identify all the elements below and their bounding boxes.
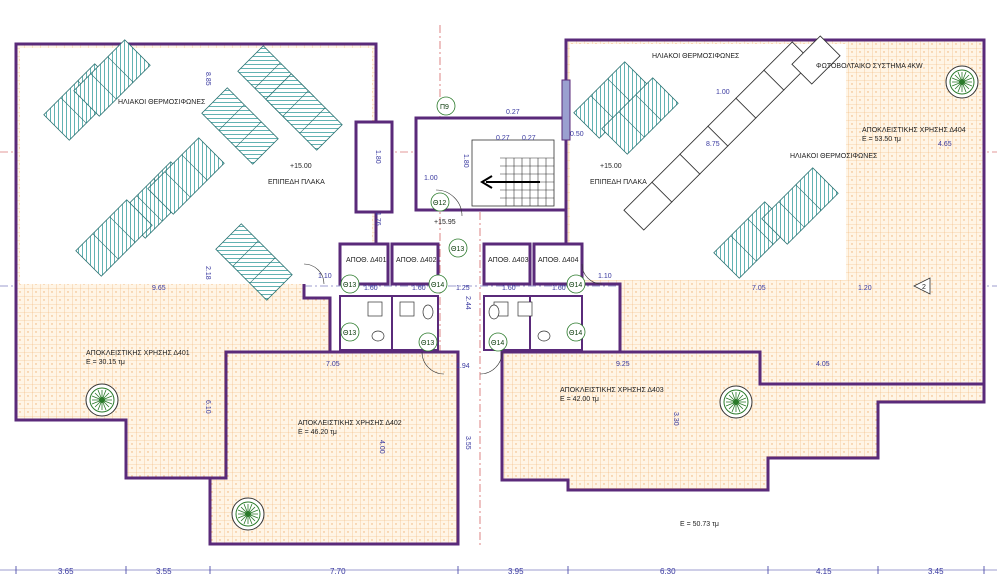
storage-rooms (338, 242, 584, 286)
area-402: E = 46.20 τμ (298, 429, 337, 436)
section-mark: 2 (913, 277, 931, 295)
area-403: E = 42.00 τμ (560, 396, 599, 403)
svg-text:2: 2 (922, 284, 926, 291)
area-401: E = 30.15 τμ (86, 359, 125, 366)
use-402: ΑΠΟΚΛΕΙΣΤΙΚΗΣ ΧΡΗΣΗΣ Δ402 (298, 420, 402, 427)
svg-text:0.27: 0.27 (522, 135, 536, 142)
label-solar-right: ΗΛΙΑΚΟΙ ΘΕΡΜΟΣΙΦΩΝΕΣ (790, 153, 878, 160)
svg-text:3.55: 3.55 (464, 436, 471, 450)
tag-t13-d: Θ13 (421, 340, 434, 347)
tag-t14-c: Θ14 (569, 330, 582, 337)
svg-text:1.10: 1.10 (598, 273, 612, 280)
label-slab-right: ΕΠΙΠΕΔΗ ΠΛΑΚΑ (590, 179, 647, 186)
svg-text:1.76: 1.76 (374, 212, 381, 226)
level-stair: +15.95 (434, 219, 456, 226)
level-left: +15.00 (290, 163, 312, 170)
svg-text:1.60: 1.60 (364, 285, 378, 292)
storage-404: ΑΠΟΘ. Δ404 (538, 257, 579, 264)
svg-text:1.00: 1.00 (716, 89, 730, 96)
svg-text:1.60: 1.60 (502, 285, 516, 292)
svg-text:1.94: 1.94 (456, 363, 470, 370)
level-right: +15.00 (600, 163, 622, 170)
svg-text:1.25: 1.25 (456, 285, 470, 292)
svg-text:6.10: 6.10 (204, 400, 211, 414)
svg-text:3.30: 3.30 (672, 412, 679, 426)
svg-text:1.80: 1.80 (374, 150, 381, 164)
label-solar-left: ΗΛΙΑΚΟΙ ΘΕΡΜΟΣΙΦΩΝΕΣ (118, 99, 206, 106)
area-404: E = 53.50 τμ (862, 136, 901, 143)
area-common: E = 50.73 τμ (680, 521, 719, 528)
dim-bottom-2: 3.55 (156, 567, 172, 576)
terrace-402 (208, 350, 460, 546)
svg-text:2.44: 2.44 (464, 296, 471, 310)
svg-text:1.60: 1.60 (412, 285, 426, 292)
svg-text:1.10: 1.10 (318, 273, 332, 280)
tag-t13-b: Θ13 (343, 282, 356, 289)
dim-bottom-3: 7.70 (330, 567, 346, 576)
label-solar-top: ΗΛΙΑΚΟΙ ΘΕΡΜΟΣΙΦΩΝΕΣ (652, 53, 740, 60)
dim-bottom-6: 4.15 (816, 567, 832, 576)
svg-text:2.18: 2.18 (204, 266, 211, 280)
tag-t14-b: Θ14 (491, 340, 504, 347)
svg-text:4.05: 4.05 (816, 361, 830, 368)
svg-text:8.85: 8.85 (204, 72, 211, 86)
plan-texts: ΗΛΙΑΚΟΙ ΘΕΡΜΟΣΙΦΩΝΕΣ ΗΛΙΑΚΟΙ ΘΕΡΜΟΣΙΦΩΝΕ… (86, 53, 966, 528)
use-404: ΑΠΟΚΛΕΙΣΤΙΚΗΣ ΧΡΗΣΗΣ Δ404 (862, 127, 966, 134)
tag-t14-a: Θ14 (431, 282, 444, 289)
tag-t13-a: Θ13 (451, 246, 464, 253)
storage-401: ΑΠΟΘ. Δ401 (346, 257, 387, 264)
stair-core (354, 79, 571, 214)
dim-bottom-1: 3.65 (58, 567, 74, 576)
svg-text:9.65: 9.65 (152, 285, 166, 292)
use-403: ΑΠΟΚΛΕΙΣΤΙΚΗΣ ΧΡΗΣΗΣ Δ403 (560, 387, 664, 394)
terrace-403 (500, 350, 986, 492)
svg-text:1.80: 1.80 (462, 154, 469, 168)
dim-bottom-4: 3.95 (508, 567, 524, 576)
svg-text:4.00: 4.00 (378, 440, 385, 454)
svg-text:0.27: 0.27 (496, 135, 510, 142)
bottom-dimension-line: 3.65 3.55 7.70 3.95 6.30 4.15 3.45 (0, 566, 997, 576)
svg-text:9.25: 9.25 (616, 361, 630, 368)
svg-text:7.05: 7.05 (326, 361, 340, 368)
dim-bottom-5: 6.30 (660, 567, 676, 576)
svg-text:8.75: 8.75 (706, 141, 720, 148)
use-401: ΑΠΟΚΛΕΙΣΤΙΚΗΣ ΧΡΗΣΗΣ Δ401 (86, 350, 190, 357)
tag-t12: Θ12 (433, 200, 446, 207)
tag-t13-c: Θ13 (343, 330, 356, 337)
svg-text:0.50: 0.50 (570, 131, 584, 138)
window-tags (340, 96, 586, 352)
label-pv-system: ΦΩΤΟΒΟΛΤΑΙΚΟ ΣΥΣΤΗΜΑ 4KW (816, 63, 923, 70)
svg-text:4.65: 4.65 (938, 141, 952, 148)
svg-text:1.20: 1.20 (858, 285, 872, 292)
tag-p9: Π9 (440, 104, 449, 111)
storage-403: ΑΠΟΘ. Δ403 (488, 257, 529, 264)
svg-text:0.27: 0.27 (506, 109, 520, 116)
svg-text:7.05: 7.05 (752, 285, 766, 292)
inner-dimensions: 9.65 7.05 9.25 4.05 4.65 8.75 7.05 1.20 … (152, 89, 952, 370)
label-slab-left: ΕΠΙΠΕΔΗ ΠΛΑΚΑ (268, 179, 325, 186)
dim-bottom-7: 3.45 (928, 567, 944, 576)
svg-text:1.60: 1.60 (552, 285, 566, 292)
tag-t14-d: Θ14 (569, 282, 582, 289)
svg-text:1.00: 1.00 (424, 175, 438, 182)
storage-402: ΑΠΟΘ. Δ402 (396, 257, 437, 264)
